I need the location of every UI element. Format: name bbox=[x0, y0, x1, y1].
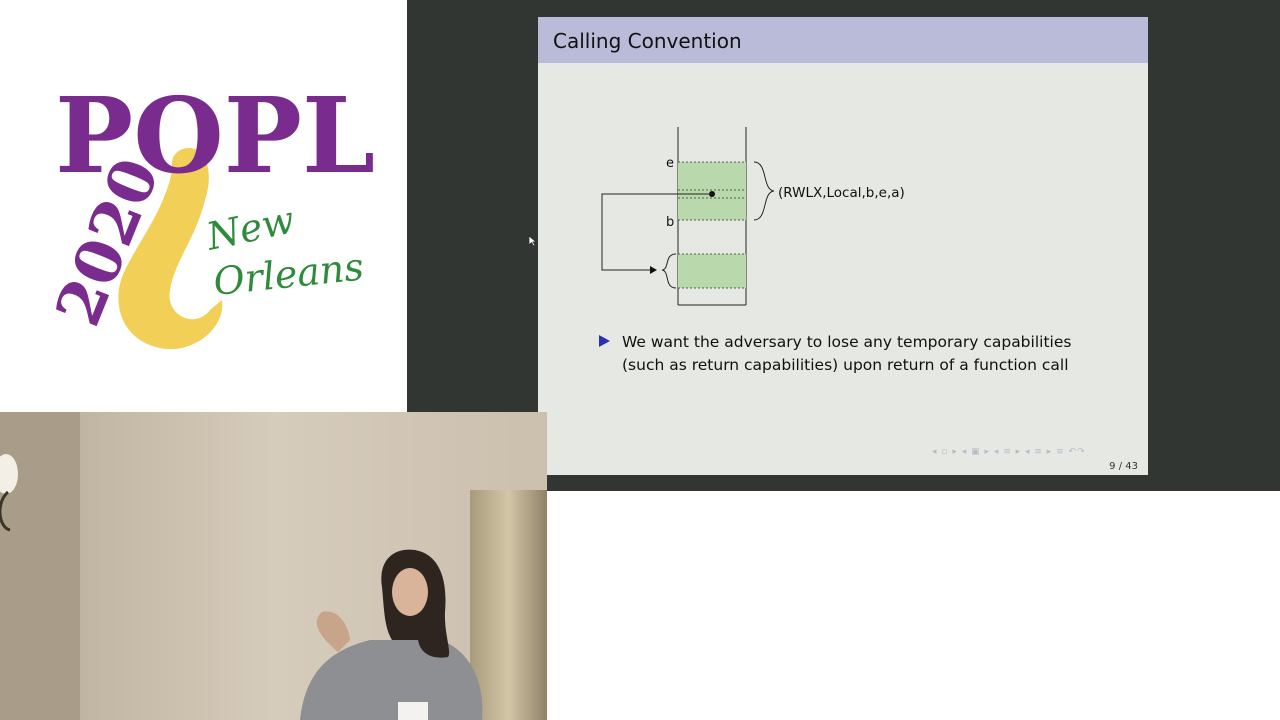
page-number: 9 / 43 bbox=[1109, 461, 1138, 472]
presenter-video-icon bbox=[0, 412, 547, 720]
slide: Calling Convention e b bbox=[538, 17, 1148, 475]
presenter-video bbox=[0, 412, 547, 720]
lower-brace-icon bbox=[662, 254, 676, 288]
stack-diagram: e b (RWLX,Local,b,e,a) bbox=[538, 63, 1148, 323]
slide-title: Calling Convention bbox=[553, 29, 742, 53]
bullet-text-line-1: We want the adversary to lose any tempor… bbox=[622, 331, 1119, 354]
arrow-head-icon bbox=[650, 266, 657, 274]
bullet-item: We want the adversary to lose any tempor… bbox=[599, 331, 1119, 377]
logo-city-line1: New bbox=[202, 197, 298, 259]
capability-label: (RWLX,Local,b,e,a) bbox=[778, 185, 905, 201]
mouse-cursor-icon bbox=[528, 235, 538, 247]
stack-frame-lower bbox=[678, 254, 746, 288]
popl-logo-graphic: POPL 2020 New Orleans bbox=[0, 0, 407, 412]
beamer-navigation-icons[interactable]: ◂ ▫ ▸ ◂ ▣ ▸ ◂ ≡ ▸ ◂ ≡ ▸ ≡ ↶↷ bbox=[932, 447, 1086, 457]
bullet-text: We want the adversary to lose any tempor… bbox=[622, 331, 1119, 377]
label-b: b bbox=[666, 215, 674, 230]
label-e: e bbox=[666, 156, 674, 171]
bullet-text-line-2: (such as return capabilities) upon retur… bbox=[622, 354, 1119, 377]
bullet-arrow-icon bbox=[599, 335, 610, 347]
upper-brace-icon bbox=[754, 162, 774, 220]
conference-logo: POPL 2020 New Orleans bbox=[0, 0, 407, 412]
slide-header: Calling Convention bbox=[538, 17, 1148, 63]
